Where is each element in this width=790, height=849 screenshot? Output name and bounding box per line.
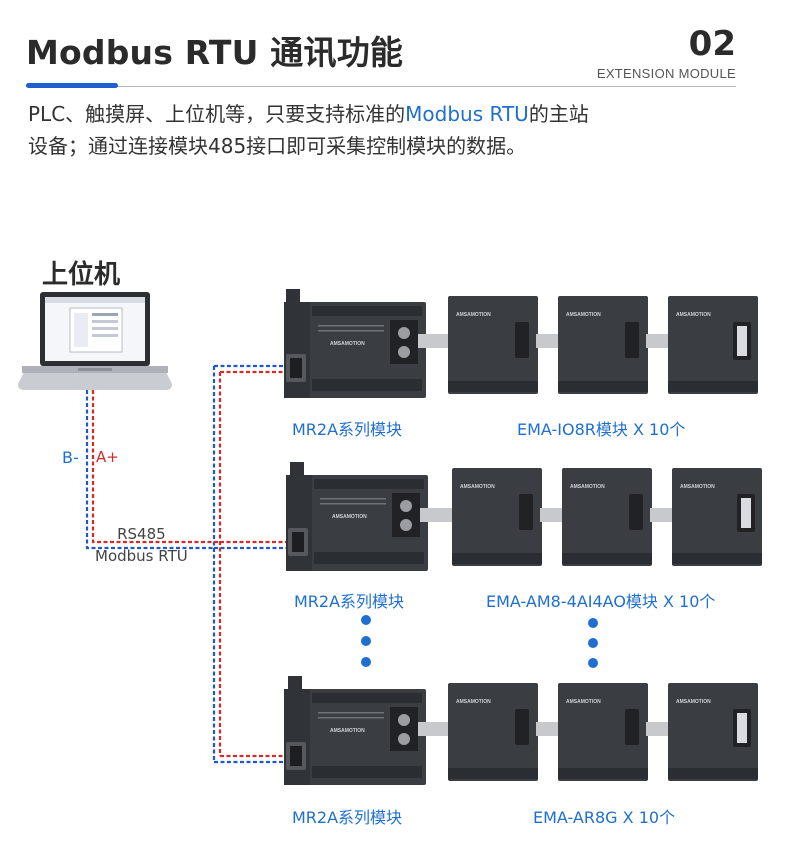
brand-text: AMSAMOTION	[676, 312, 711, 318]
page-title: Modbus RTU 通讯功能	[26, 33, 404, 72]
brand-text: AMSAMOTION	[330, 341, 365, 347]
device-row-2	[286, 462, 762, 571]
brand-text: AMSAMOTION	[460, 484, 495, 490]
row-3-ext-label: EMA-AR8G X 10个	[533, 808, 676, 827]
row-2-main-label: MR2A系列模块	[294, 592, 405, 611]
header-divider	[26, 86, 736, 87]
more-modules-dots	[361, 615, 598, 668]
brand-text: AMSAMOTION	[456, 312, 491, 318]
laptop-icon	[18, 292, 172, 390]
b-minus-label: B-	[62, 448, 79, 467]
bus-label: RS485 Modbus RTU	[95, 523, 188, 567]
b-wire	[85, 364, 288, 764]
brand-text: AMSAMOTION	[676, 699, 711, 705]
header-accent-bar	[26, 83, 118, 88]
a-plus-label: A+	[96, 448, 119, 466]
section-subtitle: EXTENSION MODULE	[596, 66, 736, 81]
brand-text: AMSAMOTION	[332, 514, 367, 520]
device-row-1	[284, 289, 758, 398]
brand-labels: AMSAMOTION AMSAMOTION AMSAMOTION AMSAMOT…	[330, 312, 715, 734]
rs485-label: RS485	[117, 525, 166, 543]
intro-text: PLC、触摸屏、上位机等，只要支持标准的	[28, 102, 406, 126]
a-wire	[91, 370, 288, 758]
brand-text: AMSAMOTION	[456, 699, 491, 705]
brand-text: AMSAMOTION	[330, 728, 365, 734]
brand-text: AMSAMOTION	[566, 699, 601, 705]
row-2-ext-label: EMA-AM8-4AI4AO模块 X 10个	[486, 592, 716, 611]
brand-text: AMSAMOTION	[680, 484, 715, 490]
intro-paragraph: PLC、触摸屏、上位机等，只要支持标准的Modbus RTU的主站 设备；通过连…	[28, 98, 589, 162]
intro-text: 的主站	[528, 102, 589, 126]
row-1-main-label: MR2A系列模块	[292, 420, 403, 439]
modbus-rtu-label: Modbus RTU	[95, 547, 188, 565]
intro-line-1: PLC、触摸屏、上位机等，只要支持标准的Modbus RTU的主站	[28, 98, 589, 130]
section-number: 02	[688, 24, 736, 64]
brand-text: AMSAMOTION	[570, 484, 605, 490]
intro-highlight: Modbus RTU	[405, 102, 529, 126]
device-row-3	[284, 676, 758, 785]
row-1-ext-label: EMA-IO8R模块 X 10个	[517, 420, 686, 439]
brand-text: AMSAMOTION	[566, 312, 601, 318]
host-label: 上位机	[42, 260, 121, 290]
intro-line-2: 设备；通过连接模块485接口即可采集控制模块的数据。	[28, 134, 527, 158]
row-3-main-label: MR2A系列模块	[292, 808, 403, 827]
